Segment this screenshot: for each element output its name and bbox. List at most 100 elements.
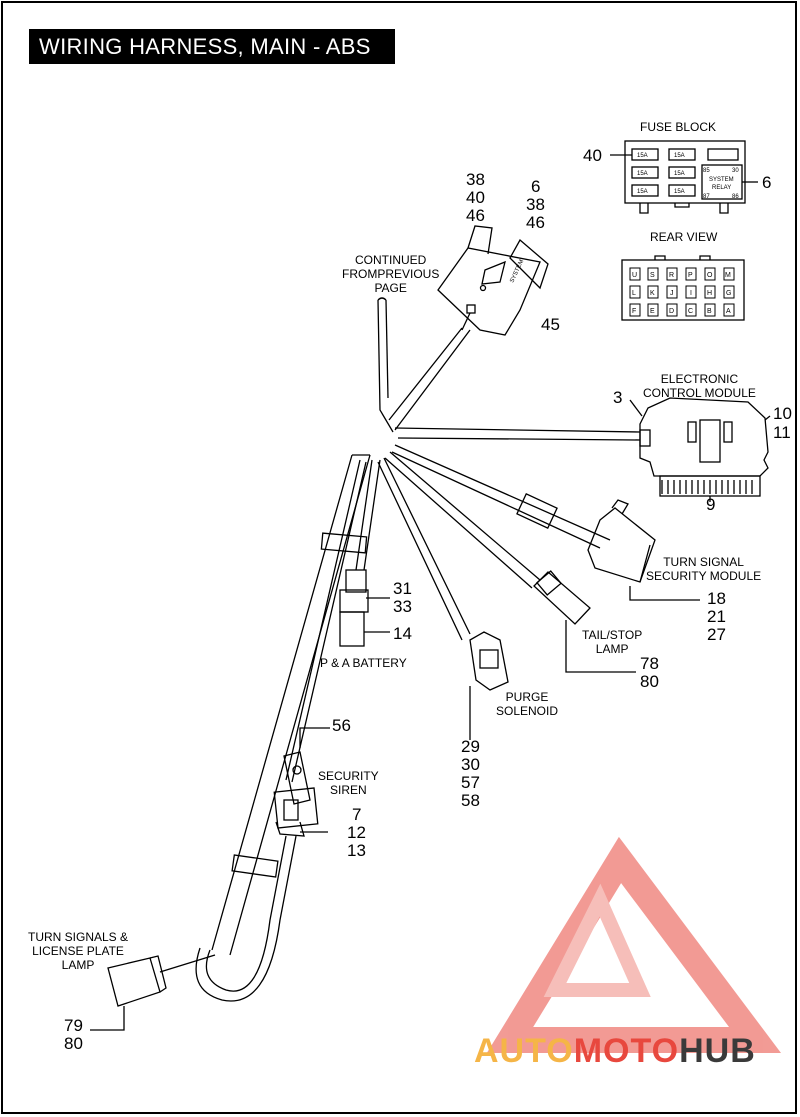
callout-number: 79 (64, 1016, 83, 1035)
callout-number: 13 (347, 841, 366, 860)
tssm-label: TURN SIGNAL SECURITY MODULE (646, 555, 761, 583)
pin-label: J (670, 290, 674, 297)
callout-number: 46 (526, 213, 545, 232)
pin-label: D (669, 308, 674, 315)
tail-stop-label: TAIL/STOP LAMP (582, 628, 642, 656)
pin-label: K (650, 290, 655, 297)
siren-line-1: SECURITY (318, 769, 379, 783)
callout-number: 18 (707, 589, 726, 608)
page-title: WIRING HARNESS, MAIN - ABS (29, 29, 395, 64)
pin-label: S (650, 272, 655, 279)
fuse-labels: 15A 15A 15A 15A 15A 15A 85 30 SYSTEM REL… (509, 153, 739, 284)
fuse-label: 15A (674, 171, 685, 177)
callout-connector-b: 6 38 46 (526, 178, 545, 232)
rear-view-connector (621, 255, 745, 321)
callout-number: 21 (707, 607, 726, 626)
fuse-label: 15A (637, 189, 648, 195)
tail-stop-lamp-connector (533, 570, 636, 673)
continued-line-3: PAGE (374, 281, 407, 295)
rear-view-pins: U S R P O M L K J I H G F E D C B A (629, 267, 735, 317)
relay-pin: 86 (732, 194, 739, 200)
pin-label: O (707, 272, 713, 279)
callout-siren-56: 56 (332, 716, 351, 735)
callout-number: 80 (640, 672, 659, 691)
purge-line-1: PURGE (505, 690, 549, 704)
harness-branch-ecm (394, 427, 641, 441)
top-connector-group (437, 225, 549, 336)
watermark-part-1: AUTO (474, 1032, 574, 1070)
callout-connector-a: 38 40 46 (466, 171, 485, 225)
callout-number: 33 (393, 597, 412, 616)
relay-pin: 87 (703, 194, 710, 200)
turn-signals-label: TURN SIGNALS & LICENSE PLATE LAMP (28, 930, 128, 972)
pin-label: M (725, 272, 731, 279)
fuse-block-label: FUSE BLOCK (640, 120, 717, 134)
callout-number: 6 (531, 177, 541, 196)
watermark-text: AUTOMOTOHUB (474, 1032, 756, 1071)
continued-line-2: FROMPREVIOUS (342, 267, 440, 281)
turn-line-2: LICENSE PLATE (32, 944, 124, 958)
security-siren (273, 727, 330, 837)
turn-line-3: LAMP (61, 958, 95, 972)
tssm-line-1: TURN SIGNAL (663, 555, 744, 569)
relay-system-label: SYSTEM (709, 177, 734, 183)
purge-solenoid-label: PURGE SOLENOID (496, 690, 558, 718)
pa-battery-label: P & A BATTERY (320, 656, 407, 670)
continued-line-1: CONTINUED (355, 253, 427, 267)
callout-tssm: 18 21 27 (707, 590, 726, 644)
callout-fuse-40: 40 (583, 146, 602, 165)
watermark-part-3: HUB (679, 1032, 756, 1070)
callout-number: 31 (393, 579, 412, 598)
fuse-label: 15A (674, 189, 685, 195)
pin-label: B (707, 308, 712, 315)
rear-view-label: REAR VIEW (650, 230, 718, 244)
watermark-logo (486, 836, 781, 1053)
callout-battery-14: 14 (393, 624, 412, 643)
callout-ecm-3: 3 (613, 388, 623, 407)
callout-battery-a: 31 33 (393, 580, 412, 616)
tail-line-2: LAMP (595, 642, 629, 656)
callout-number: 80 (64, 1034, 83, 1053)
callout-ecm-10: 10 (773, 404, 792, 423)
harness-branch-siren (285, 459, 367, 783)
fuse-label: 15A (637, 171, 648, 177)
continued-label: CONTINUED FROMPREVIOUS PAGE (342, 253, 439, 295)
harness-branch-purge (377, 457, 471, 641)
security-siren-label: SECURITY SIREN (318, 769, 379, 797)
ecm-line-1: ELECTRONIC (660, 372, 739, 386)
electronic-control-module (629, 397, 771, 502)
relay-pin: 85 (703, 168, 710, 174)
pin-label: R (669, 272, 674, 279)
pin-label: G (726, 290, 731, 297)
purge-line-2: SOLENOID (496, 704, 559, 718)
turn-signals-license-plate-connector (90, 955, 167, 1031)
callout-number: 27 (707, 625, 726, 644)
callout-number: 57 (461, 773, 480, 792)
callout-ecm-11: 11 (773, 423, 791, 442)
callout-ecm-9: 9 (706, 495, 716, 514)
callout-number: 46 (466, 206, 485, 225)
callout-number: 78 (640, 654, 659, 673)
pin-label: F (632, 308, 636, 315)
callout-number: 58 (461, 791, 480, 810)
fuse-label: 15A (674, 153, 685, 159)
pin-label: U (632, 272, 637, 279)
pa-battery-connector (339, 569, 390, 647)
tssm-line-2: SECURITY MODULE (646, 569, 762, 583)
ecm-line-2: CONTROL MODULE (643, 386, 756, 400)
callout-number: 29 (461, 737, 480, 756)
relay-pin: 30 (732, 168, 739, 174)
fuse-block (610, 140, 758, 214)
harness-branch-tail (384, 451, 541, 589)
turn-line-1: TURN SIGNALS & (28, 930, 129, 944)
callout-number: 30 (461, 755, 480, 774)
relay-relay-label: RELAY (712, 185, 731, 191)
callout-purge: 29 30 57 58 (461, 738, 480, 810)
turn-signal-security-module (587, 499, 700, 601)
fuse-label: 15A (637, 153, 648, 159)
callout-siren-b: 7 12 13 (347, 806, 366, 860)
ecm-label: ELECTRONIC CONTROL MODULE (643, 372, 756, 400)
pin-label: C (688, 308, 693, 315)
